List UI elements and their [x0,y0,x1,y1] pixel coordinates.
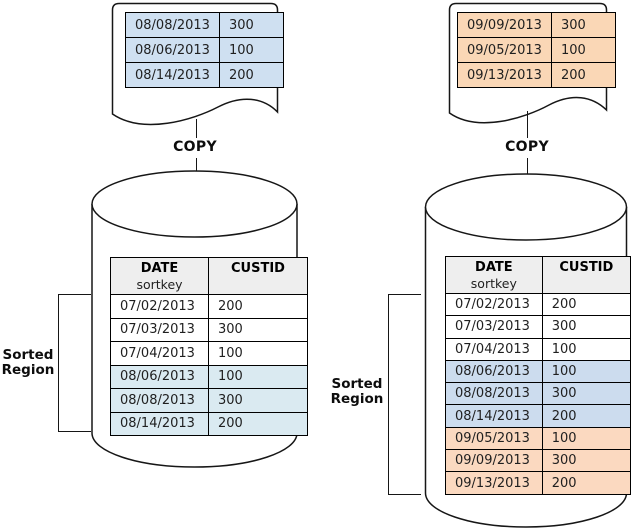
right-db-table: DATE sortkey CUSTID 07/02/2013 200 07/03… [445,256,631,495]
left-sorted-region-label: Sorted Region [0,348,56,378]
connector-line [526,158,528,175]
right-sorted-region-label: Sorted Region [328,377,386,407]
date-cell: 07/03/2013 [110,317,209,342]
table-row: 08/14/2013 200 [445,404,631,428]
custid-cell: 300 [208,388,308,413]
date-header-cell: DATE sortkey [110,257,209,295]
table-header-row: DATE sortkey CUSTID [445,256,631,294]
date-cell: 08/14/2013 [125,62,220,88]
custid-header: CUSTID [231,261,285,276]
date-header: DATE [475,260,513,275]
date-cell: 09/13/2013 [457,62,552,88]
table-row: 09/05/2013 100 [445,426,631,451]
date-cell: 09/09/2013 [457,12,552,38]
left-source-table: 08/08/2013 300 08/06/2013 100 08/14/2013… [125,12,284,88]
date-header-cell: DATE sortkey [445,256,543,294]
table-row: 07/04/2013 100 [445,337,631,361]
sortkey-label: sortkey [136,277,183,292]
sorted-region-line2: Region [1,362,55,378]
custid-cell: 300 [541,449,631,473]
table-row: 09/05/2013 100 [457,37,616,63]
custid-cell: 200 [551,62,616,88]
date-cell: 09/09/2013 [445,449,543,473]
custid-cell: 100 [208,341,308,366]
date-cell: 07/04/2013 [445,337,543,361]
table-row: 09/09/2013 300 [457,12,616,38]
custid-cell: 200 [541,292,631,317]
left-db-table: DATE sortkey CUSTID 07/02/2013 200 07/03… [110,257,308,436]
sorted-region-line2: Region [330,391,384,407]
table-row: 08/14/2013 200 [125,62,284,88]
custid-cell: 300 [551,12,616,38]
date-cell: 07/03/2013 [445,315,543,339]
custid-header-cell: CUSTID [541,256,631,294]
connector-line [195,158,197,176]
custid-cell: 300 [219,12,284,38]
custid-cell: 100 [541,359,631,384]
table-row: 08/06/2013 100 [110,364,308,389]
table-row: 09/09/2013 300 [445,449,631,473]
table-row: 09/13/2013 200 [445,471,631,495]
table-row: 08/06/2013 100 [445,359,631,384]
date-cell: 09/13/2013 [445,471,543,495]
table-row: 08/08/2013 300 [445,382,631,406]
table-row: 08/06/2013 100 [125,37,284,63]
connector-line [195,119,197,138]
left-copy-label: COPY [173,139,217,155]
table-row: 07/02/2013 200 [110,294,308,319]
date-cell: 08/14/2013 [445,404,543,428]
custid-cell: 100 [541,337,631,361]
custid-cell: 100 [541,426,631,451]
date-header: DATE [140,261,179,276]
date-cell: 08/06/2013 [110,364,209,389]
date-cell: 08/14/2013 [110,411,209,436]
table-row: 08/14/2013 200 [110,411,308,436]
table-header-row: DATE sortkey CUSTID [110,257,308,295]
custid-cell: 300 [208,317,308,342]
custid-cell: 100 [219,37,284,63]
custid-cell: 200 [541,404,631,428]
table-row: 07/03/2013 300 [445,315,631,339]
custid-header-cell: CUSTID [208,257,308,295]
custid-cell: 100 [551,37,616,63]
custid-cell: 200 [541,471,631,495]
custid-header: CUSTID [559,260,614,275]
right-copy-label: COPY [505,139,549,155]
date-cell: 08/08/2013 [445,382,543,406]
date-cell: 08/08/2013 [125,12,220,38]
custid-cell: 200 [219,62,284,88]
custid-cell: 100 [208,364,308,389]
table-row: 08/08/2013 300 [125,12,284,38]
date-cell: 09/05/2013 [445,426,543,451]
custid-cell: 200 [208,294,308,319]
date-cell: 08/06/2013 [125,37,220,63]
connector-line [526,111,528,138]
custid-cell: 200 [208,411,308,436]
sorted-region-line1: Sorted [331,376,383,392]
custid-cell: 300 [541,315,631,339]
left-sorted-region-bracket [58,294,91,432]
custid-cell: 300 [541,382,631,406]
date-cell: 07/02/2013 [445,292,543,317]
sorted-region-line1: Sorted [2,347,54,363]
table-row: 07/02/2013 200 [445,292,631,317]
table-row: 07/03/2013 300 [110,317,308,342]
date-cell: 08/08/2013 [110,388,209,413]
sortkey-label: sortkey [470,276,517,291]
table-row: 08/08/2013 300 [110,388,308,413]
date-cell: 09/05/2013 [457,37,552,63]
date-cell: 08/06/2013 [445,359,543,384]
table-row: 07/04/2013 100 [110,341,308,366]
date-cell: 07/04/2013 [110,341,209,366]
table-row: 09/13/2013 200 [457,62,616,88]
right-source-table: 09/09/2013 300 09/05/2013 100 09/13/2013… [457,12,616,88]
date-cell: 07/02/2013 [110,294,209,319]
right-sorted-region-bracket [388,294,421,495]
